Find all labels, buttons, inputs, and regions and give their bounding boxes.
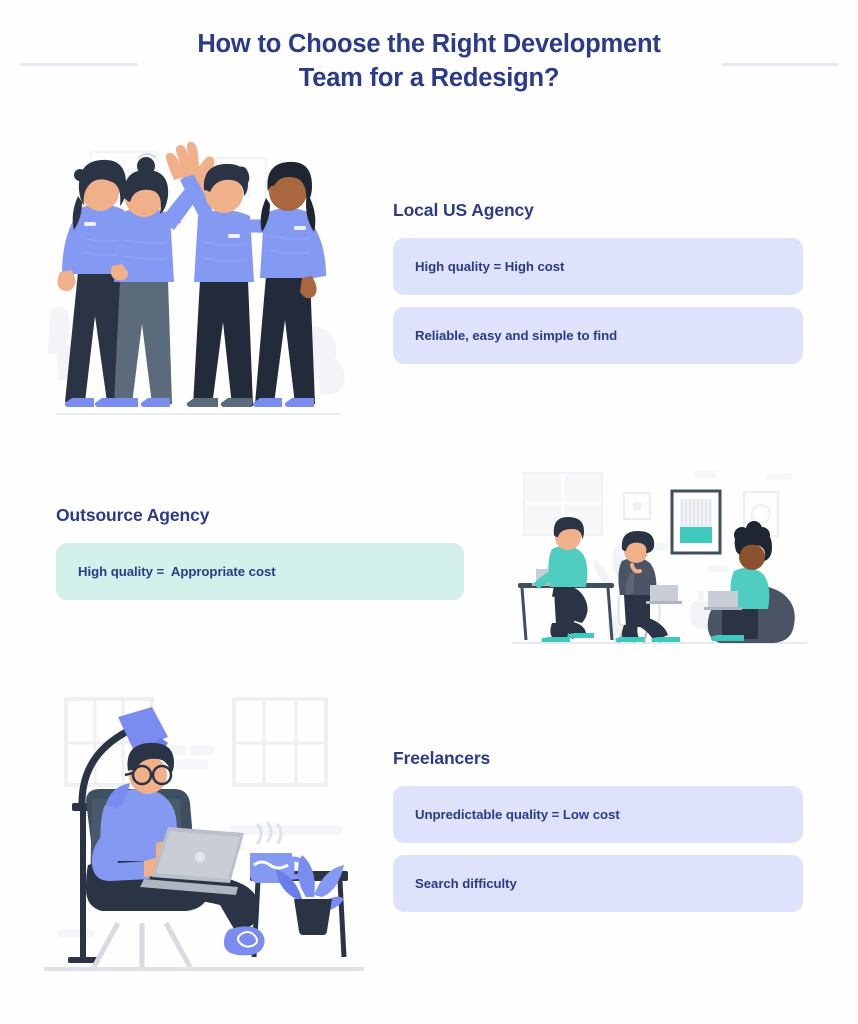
section-outsource-agency: Outsource Agency High quality = Appropri… <box>56 505 464 600</box>
office-team-meeting-illustration <box>512 465 807 660</box>
title-rule-left <box>20 63 138 66</box>
team-high-five-illustration <box>48 140 353 440</box>
pill-label: Search difficulty <box>415 876 517 891</box>
pill-high-quality-appropriate-cost[interactable]: High quality = Appropriate cost <box>56 543 464 600</box>
pill-label: Unpredictable quality = Low cost <box>415 807 620 822</box>
pill-unpredictable-quality-low-cost[interactable]: Unpredictable quality = Low cost <box>393 786 803 843</box>
section-freelancers: Freelancers Unpredictable quality = Low … <box>393 748 803 912</box>
freelancer-armchair-laptop-illustration <box>44 683 364 978</box>
page-title-line-1: How to Choose the Right Development <box>197 30 661 58</box>
pill-search-difficulty[interactable]: Search difficulty <box>393 855 803 912</box>
pill-list-freelancers: Unpredictable quality = Low cost Search … <box>393 786 803 912</box>
pill-list-local-us-agency: High quality = High cost Reliable, easy … <box>393 238 803 364</box>
pill-label: High quality = High cost <box>415 259 565 274</box>
pill-reliable-easy-simple[interactable]: Reliable, easy and simple to find <box>393 307 803 364</box>
title-rule-right <box>722 63 839 66</box>
pill-list-outsource-agency: High quality = Appropriate cost <box>56 543 464 600</box>
section-heading-outsource-agency: Outsource Agency <box>56 505 210 525</box>
pill-high-quality-high-cost[interactable]: High quality = High cost <box>393 238 803 295</box>
section-local-us-agency: Local US Agency High quality = High cost… <box>393 200 803 364</box>
pill-label: Reliable, easy and simple to find <box>415 328 618 343</box>
section-heading-local-us-agency: Local US Agency <box>393 200 534 220</box>
section-heading-freelancers: Freelancers <box>393 748 491 768</box>
page-title-line-2: Team for a Redesign? <box>298 63 560 92</box>
pill-label: High quality = Appropriate cost <box>78 564 276 579</box>
